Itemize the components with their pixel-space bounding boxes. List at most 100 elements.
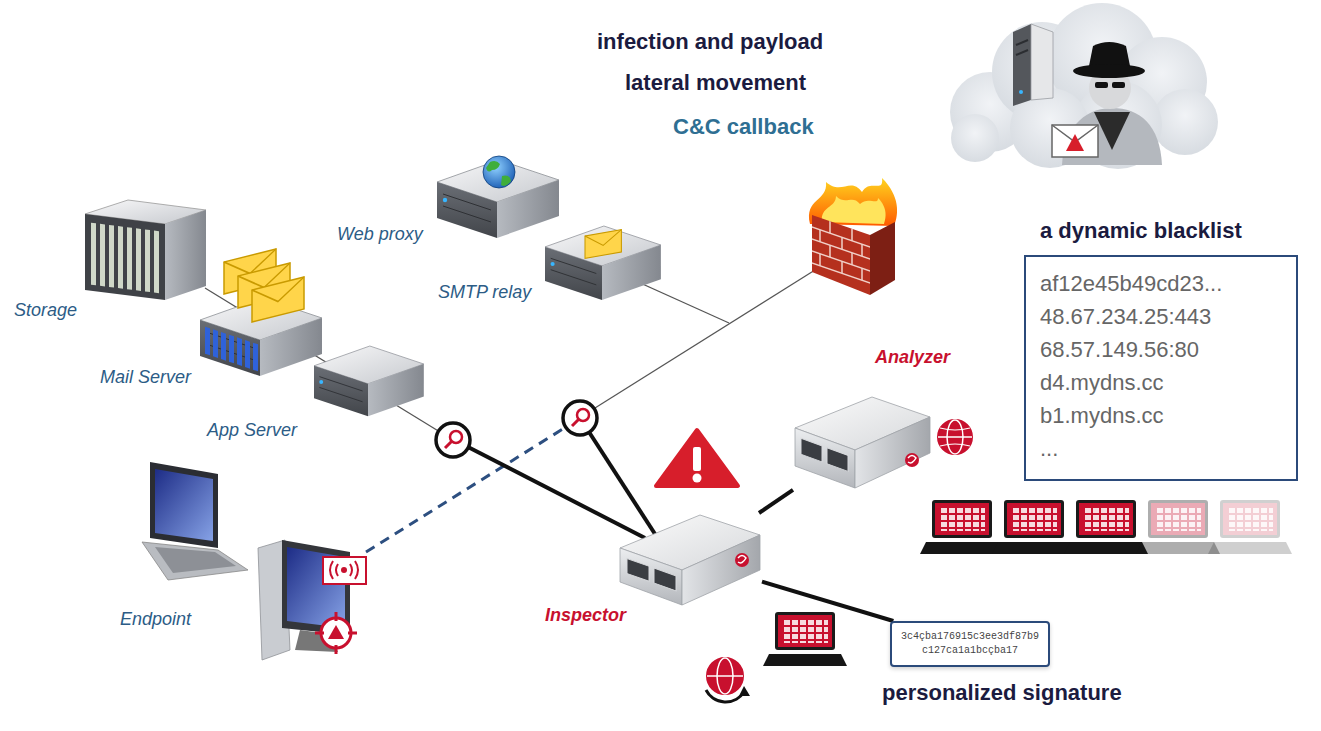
infected-desktop-icon (321, 618, 351, 648)
hacker-figure (1062, 42, 1162, 165)
firewall-icon (861, 268, 863, 280)
laptop-icon (150, 462, 218, 548)
smtp-relay-device: SMTP relay (545, 222, 663, 298)
device-label: SMTP relay (438, 281, 531, 303)
inspector-appliance-icon (620, 515, 760, 605)
infected-desktop-icon (323, 557, 366, 584)
mail-server-icon (229, 335, 234, 364)
smtp-relay-icon (545, 226, 661, 300)
device-label: Inspector (545, 604, 626, 626)
inspector-badges (739, 686, 750, 696)
label-holder: infection and payload (597, 29, 823, 55)
malicious-mail (1052, 125, 1098, 157)
tap-line (589, 432, 655, 534)
web-proxy-icon (501, 176, 511, 186)
warning-sign (693, 474, 702, 483)
laptop-icon (155, 547, 236, 573)
firewall-icon (829, 245, 831, 257)
blacklist-entry: b1.mydns.cc (1040, 399, 1164, 432)
infected-desktop-icon (341, 567, 347, 573)
stage-label: infection and payload (597, 29, 823, 55)
firewall-icon (819, 254, 821, 266)
analyzer-appliance-icon (827, 448, 848, 472)
sandbox-terminals (1136, 500, 1220, 554)
link-line (759, 490, 793, 513)
warning-sign (693, 447, 701, 471)
sandbox-terminals (1208, 500, 1292, 554)
attacker-server (1031, 24, 1053, 100)
tap-magnifier (572, 419, 579, 426)
laptop-icon (142, 462, 248, 580)
storage-icon (100, 224, 105, 287)
mail-server-icon (245, 340, 250, 369)
inspector-badges (705, 612, 847, 702)
blacklist-box: a dynamic blacklistaf12e45b49cd23...48.6… (1024, 255, 1298, 481)
analyzer-appliance-icon (801, 438, 848, 471)
analyzer-appliance-icon (908, 456, 916, 463)
blacklist-entry: ... (1040, 432, 1058, 465)
infected-desktop-icon (330, 561, 358, 579)
analyzer-appliance-icon (855, 417, 930, 488)
attacker-server (1013, 24, 1053, 106)
app-server-device: App Server (313, 343, 427, 417)
storage-device: Storage (80, 198, 208, 302)
inspector-badges (705, 656, 745, 696)
firewall-icon (841, 261, 843, 273)
hacker-figure (1094, 112, 1130, 150)
storage-icon (91, 223, 96, 286)
firewall-icon (861, 244, 863, 256)
analyzer-appliance-icon (940, 428, 970, 446)
firewall-icon (819, 230, 821, 242)
mail-server-icon (200, 249, 322, 376)
storage-icon (118, 226, 123, 289)
cloud (1152, 89, 1218, 155)
attacker-server (1016, 50, 1028, 55)
link-line (762, 582, 893, 621)
tap-magnifier (445, 441, 452, 448)
box-heading: personalized signature (882, 680, 1122, 706)
warning-sign (656, 430, 738, 486)
tap-line (468, 447, 645, 538)
mail-server-icon (237, 337, 242, 366)
smtp-relay-icon (585, 230, 621, 259)
label-holder: lateral movement (625, 70, 806, 96)
web-proxy-icon (437, 156, 559, 238)
cloud (951, 114, 999, 162)
storage-icon (145, 229, 150, 292)
hacker-figure (1112, 82, 1125, 88)
storage-icon (127, 227, 132, 290)
inspector-badges (707, 675, 743, 677)
label-holder: C&C callback (673, 114, 814, 140)
malicious-mail (1066, 134, 1084, 151)
infected-desktop-icon (328, 625, 344, 639)
storage-icon (136, 228, 141, 291)
signature-box: 3c4çba176915c3ee3df87b9 c127ca1a1bcçba17… (890, 621, 1050, 667)
hacker-figure (1073, 64, 1145, 78)
tap-magnifier (436, 423, 470, 457)
mail-server-icon (252, 277, 304, 322)
analyzer-appliance-icon (795, 397, 974, 488)
firewall-icon (812, 215, 870, 283)
sandbox-terminals (992, 500, 1076, 554)
firewall-icon (822, 196, 886, 224)
inspector-appliance-icon (627, 558, 649, 581)
inspector-appliance-icon (735, 553, 749, 567)
firewall-icon (870, 222, 895, 295)
firewall-icon (812, 215, 870, 295)
box-heading: a dynamic blacklist (1040, 218, 1242, 244)
laptop-icon (142, 542, 248, 580)
infected-desktop-icon (258, 540, 366, 660)
app-server-icon (314, 346, 424, 416)
firewall-icon (829, 221, 831, 233)
tap-line (468, 432, 655, 538)
firewall-icon (809, 178, 897, 295)
blacklist-entry: 48.67.234.25:443 (1040, 300, 1211, 333)
analyzer-appliance-icon (795, 428, 855, 488)
firewall-icon (851, 253, 853, 265)
infected-desktop-icon (315, 612, 357, 654)
storage-icon (109, 225, 114, 288)
mail-server-device: Mail Server (200, 262, 322, 378)
mail-server-icon (253, 343, 258, 372)
inspector-badges (706, 690, 744, 702)
device-label: Storage (14, 299, 77, 321)
